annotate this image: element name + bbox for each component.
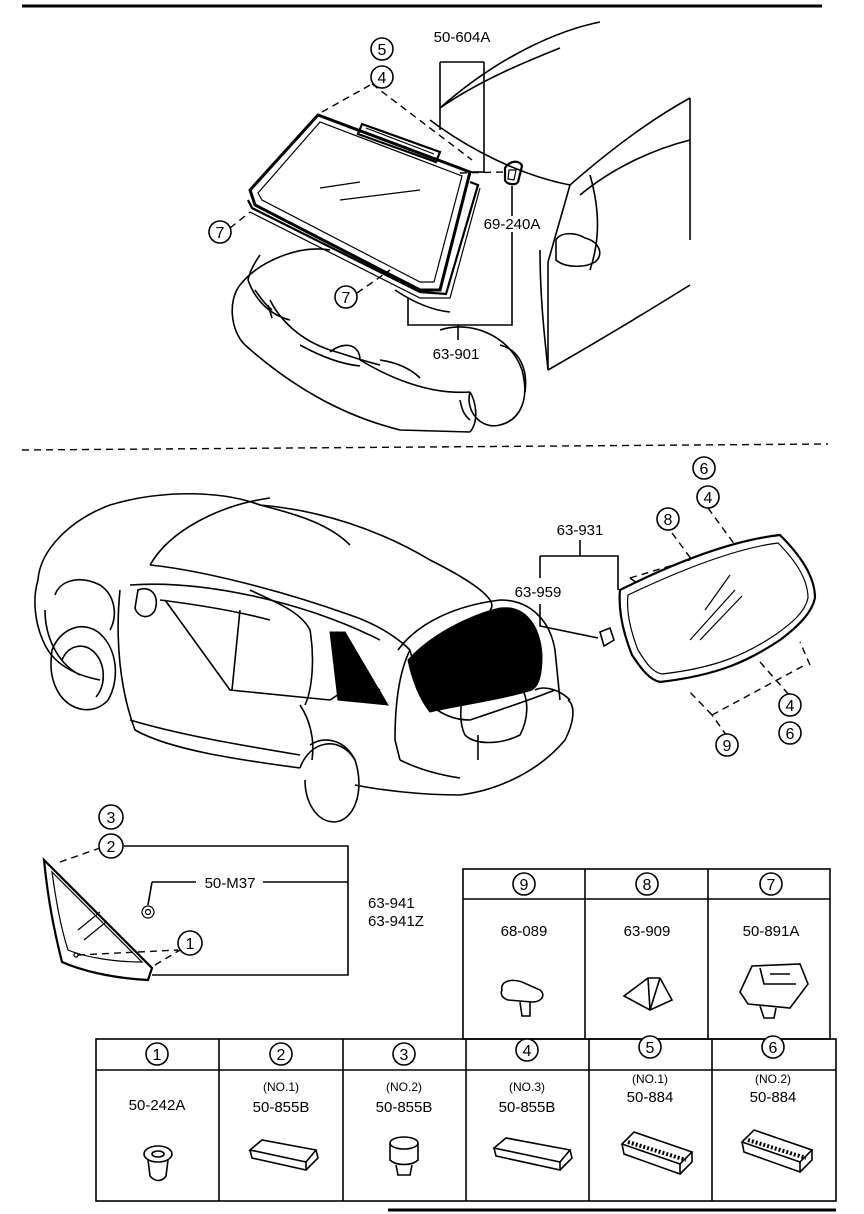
fastener-no2-50-884-icon bbox=[740, 1129, 814, 1174]
table-bottom-num-3: 3 bbox=[400, 1047, 409, 1064]
part-50-M37: 50-M37 bbox=[205, 875, 256, 892]
callout-7-left-label: 7 bbox=[216, 225, 225, 242]
parts-table-bottom bbox=[95, 1038, 837, 1202]
table-top-part-9: 68-089 bbox=[501, 923, 548, 940]
table-bottom-cell-1: 1 50-242A bbox=[129, 1042, 186, 1182]
rear-car-outline bbox=[34, 493, 574, 823]
table-bottom-note-4: (NO.3) bbox=[509, 1080, 545, 1094]
table-bottom-note-2: (NO.1) bbox=[263, 1080, 299, 1094]
callout-4-rear-top-label: 4 bbox=[704, 490, 713, 507]
part-63-941: 63-941 bbox=[368, 895, 415, 912]
callout-8-rear: 8 bbox=[656, 507, 680, 531]
fastener-no1-50-884-icon bbox=[620, 1131, 694, 1176]
section-divider bbox=[21, 443, 829, 451]
callout-4-rear-bottom-label: 4 bbox=[786, 698, 795, 715]
table-top-num-9: 9 bbox=[520, 877, 529, 894]
callout-4-rear-top: 4 bbox=[696, 485, 720, 509]
callout-4-top: 4 bbox=[370, 65, 394, 89]
grommet-50-242A-icon bbox=[143, 1145, 173, 1182]
table-top-num-7: 7 bbox=[767, 877, 776, 894]
callout-3-quarter-label: 3 bbox=[107, 810, 116, 827]
callout-8-rear-label: 8 bbox=[664, 512, 673, 529]
table-bottom-num-1: 1 bbox=[153, 1047, 162, 1064]
table-top-part-7: 50-891A bbox=[743, 923, 800, 940]
table-bottom-cell-4: 4 (NO.3) 50-855B bbox=[492, 1038, 573, 1171]
part-63-931: 63-931 bbox=[557, 522, 604, 539]
table-bottom-cell-3: 3 (NO.2) 50-855B bbox=[376, 1042, 433, 1176]
callout-6-top: 6 bbox=[692, 456, 716, 480]
table-top-part-8: 63-909 bbox=[624, 923, 671, 940]
table-bottom-num-6: 6 bbox=[769, 1040, 778, 1057]
front-car-outline bbox=[231, 21, 691, 433]
callout-3-quarter: 3 bbox=[98, 804, 124, 830]
table-bottom-num-5: 5 bbox=[646, 1040, 655, 1057]
table-bottom-part-4: 50-855B bbox=[499, 1099, 556, 1116]
callout-6-top-label: 6 bbox=[700, 461, 709, 478]
back-glass-part bbox=[599, 533, 817, 684]
table-bottom-num-2: 2 bbox=[277, 1047, 286, 1064]
tape-no2-50-855B-icon bbox=[389, 1136, 419, 1176]
table-bottom-part-2: 50-855B bbox=[253, 1099, 310, 1116]
part-69-240A: 69-240A bbox=[484, 216, 541, 233]
table-bottom-num-4: 4 bbox=[523, 1043, 532, 1060]
windshield-glass bbox=[247, 113, 524, 299]
table-bottom-note-3: (NO.2) bbox=[386, 1080, 422, 1094]
part-63-959: 63-959 bbox=[515, 584, 562, 601]
callout-2-quarter: 2 bbox=[98, 833, 124, 859]
back-glass-leaders bbox=[539, 507, 811, 737]
clip-68-089-icon bbox=[500, 979, 544, 1017]
part-63-901: 63-901 bbox=[433, 346, 480, 363]
callout-7-lower: 7 bbox=[334, 285, 358, 309]
tape-no1-50-855B-icon bbox=[248, 1139, 319, 1171]
quarter-glass-part bbox=[42, 857, 155, 982]
callout-7-left: 7 bbox=[208, 220, 232, 244]
table-top-cell-7: 7 50-891A bbox=[739, 872, 809, 1019]
table-bottom-cell-6: 6 (NO.2) 50-884 bbox=[740, 1035, 814, 1174]
table-bottom-part-1: 50-242A bbox=[129, 1097, 186, 1114]
callout-2-quarter-label: 2 bbox=[107, 839, 116, 856]
spacer-63-909-icon bbox=[622, 977, 674, 1011]
callout-9-rear-label: 9 bbox=[723, 738, 732, 755]
table-bottom-part-3: 50-855B bbox=[376, 1099, 433, 1116]
callout-7-lower-label: 7 bbox=[342, 290, 351, 307]
table-bottom-part-5: 50-884 bbox=[627, 1089, 674, 1106]
rear-quarter-glass-shape bbox=[329, 631, 389, 706]
tape-no3-50-855B-icon bbox=[492, 1137, 573, 1171]
table-top-num-8: 8 bbox=[643, 877, 652, 894]
callout-9-rear: 9 bbox=[715, 733, 739, 757]
part-63-941Z: 63-941Z bbox=[368, 913, 424, 930]
table-bottom-part-6: 50-884 bbox=[750, 1089, 797, 1106]
part-50-604A: 50-604A bbox=[434, 29, 491, 46]
callout-4-rear-bottom: 4 bbox=[778, 693, 802, 717]
fastener-50-891A-icon bbox=[739, 963, 809, 1019]
callout-5-label: 5 bbox=[378, 42, 387, 59]
table-bottom-cell-5: 5 (NO.1) 50-884 bbox=[620, 1035, 694, 1176]
table-bottom-note-6: (NO.2) bbox=[755, 1072, 791, 1086]
quarter-glass-leaders bbox=[59, 845, 349, 976]
back-glass-shape bbox=[407, 607, 543, 713]
table-top-cell-8: 8 63-909 bbox=[622, 872, 674, 1011]
callout-4-label: 4 bbox=[378, 70, 387, 87]
callout-6-rear-bottom-label: 6 bbox=[786, 726, 795, 743]
table-bottom-note-5: (NO.1) bbox=[632, 1072, 668, 1086]
table-top-cell-9: 9 68-089 bbox=[500, 872, 548, 1017]
callout-5-top: 5 bbox=[370, 37, 394, 61]
windshield-leaders bbox=[229, 61, 513, 340]
callout-6-rear-bottom: 6 bbox=[778, 721, 802, 745]
callout-1-quarter: 1 bbox=[177, 930, 203, 956]
callout-1-quarter-label: 1 bbox=[186, 936, 195, 953]
table-bottom-cell-2: 2 (NO.1) 50-855B bbox=[248, 1042, 319, 1171]
